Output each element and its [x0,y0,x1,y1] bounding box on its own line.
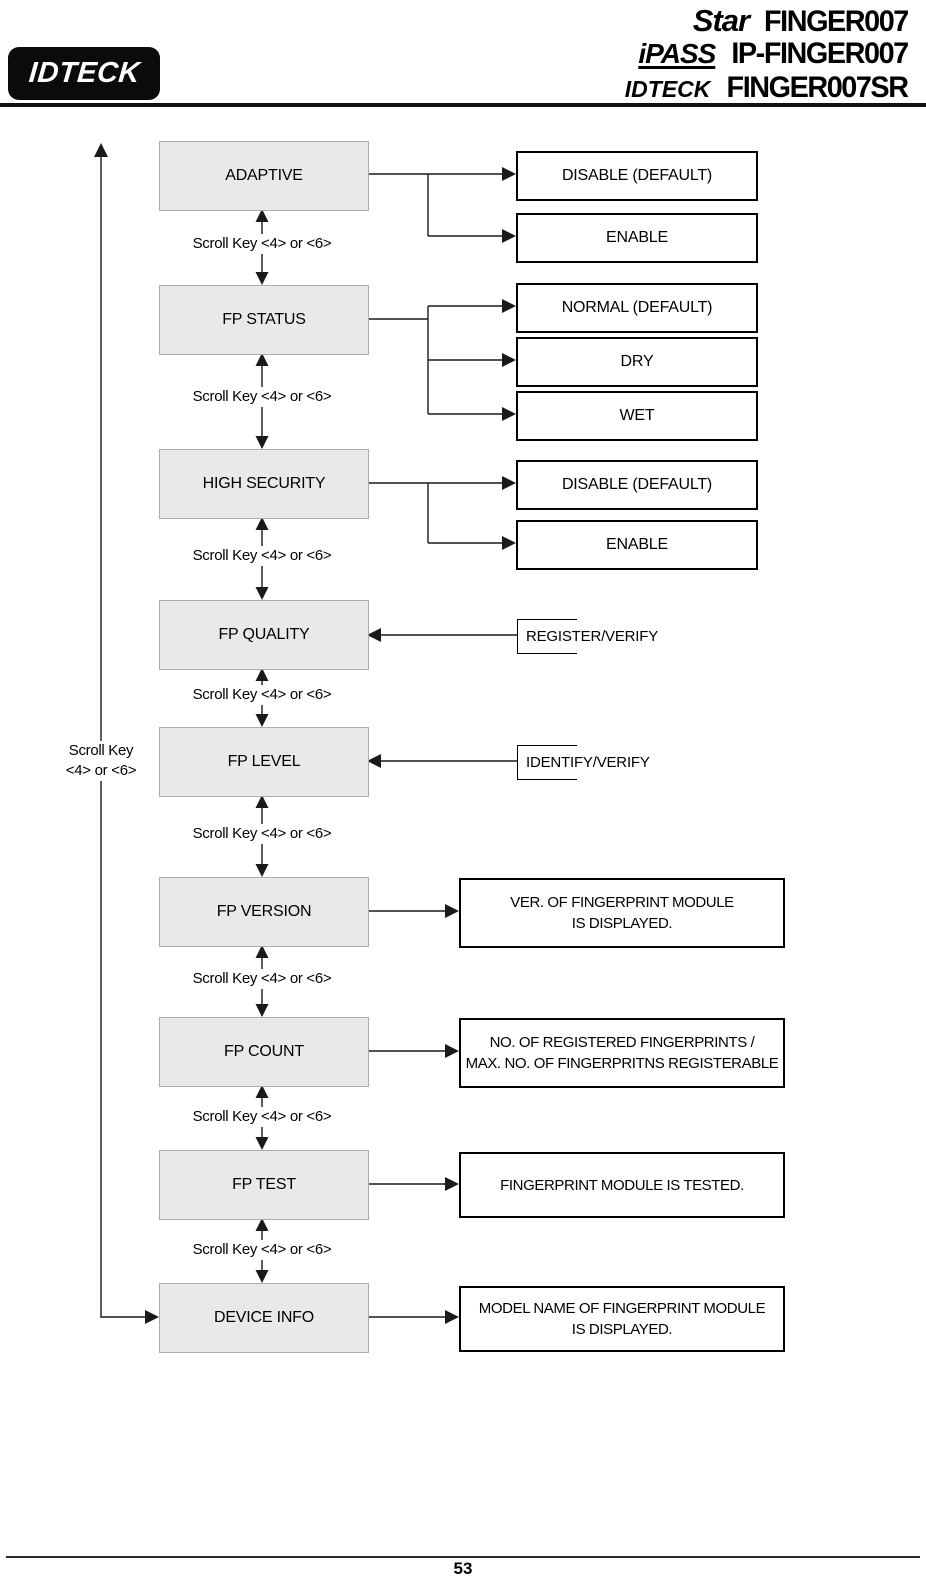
result-line: NO. OF REGISTERED FINGERPRINTS / [489,1034,755,1051]
scroll-key-label: Scroll Key <4> or <6> [162,388,362,406]
option-box-security-enable: ENABLE [516,520,758,570]
result-line: IS DISPLAYED. [571,1321,673,1338]
side-scroll-key-line2: <4> or <6> [65,762,137,779]
menu-box-device-info: DEVICE INFO [159,1283,369,1353]
result-line: MAX. NO. OF FINGERPRITNS REGISTERABLE [465,1055,779,1072]
menu-box-fp-quality: FP QUALITY [159,600,369,670]
menu-box-fp-test: FP TEST [159,1150,369,1220]
menu-box-high-security: HIGH SECURITY [159,449,369,519]
product-row-ipass: iPASS IP-FINGER007 [638,37,910,71]
result-line: MODEL NAME OF FINGERPRINT MODULE [478,1300,766,1317]
product-name: IP-FINGER007 [731,37,910,70]
result-box-fp-version: VER. OF FINGERPRINT MODULE IS DISPLAYED. [459,878,785,948]
idteck-brand-logo: IDTECK [624,76,711,102]
source-tag-register-verify: REGISTER/VERIFY [517,619,658,654]
header-divider [0,103,926,107]
option-box-adaptive-enable: ENABLE [516,213,758,263]
result-line: VER. OF FINGERPRINT MODULE [510,894,734,911]
scroll-key-label: Scroll Key <4> or <6> [162,970,362,988]
product-row-idteck: IDTECK FINGER007SR [624,71,910,105]
result-line: FINGERPRINT MODULE IS TESTED. [500,1176,744,1194]
side-scroll-key-line1: Scroll Key [68,742,134,759]
option-box-status-dry: DRY [516,337,758,387]
menu-box-fp-count: FP COUNT [159,1017,369,1087]
scroll-key-label: Scroll Key <4> or <6> [162,825,362,843]
product-name: FINGER007 [764,5,909,38]
product-row-star: Star FINGER007 [692,3,910,38]
menu-box-adaptive: ADAPTIVE [159,141,369,211]
footer-divider [6,1556,920,1558]
result-box-device-info: MODEL NAME OF FINGERPRINT MODULE IS DISP… [459,1286,785,1352]
result-line: IS DISPLAYED. [571,915,673,932]
scroll-key-label: Scroll Key <4> or <6> [162,686,362,704]
option-box-security-disable: DISABLE (DEFAULT) [516,460,758,510]
menu-box-fp-status: FP STATUS [159,285,369,355]
source-tag-identify-verify: IDENTIFY/VERIFY [517,745,650,780]
menu-box-fp-version: FP VERSION [159,877,369,947]
source-tag-label: IDENTIFY/VERIFY [526,754,650,771]
page-number: 53 [453,1559,473,1578]
option-box-status-normal: NORMAL (DEFAULT) [516,283,758,333]
product-name: FINGER007SR [726,71,909,104]
scroll-key-label: Scroll Key <4> or <6> [162,547,362,565]
star-brand-logo: Star [692,3,750,38]
idteck-logo: IDTECK [8,47,160,100]
menu-box-fp-level: FP LEVEL [159,727,369,797]
scroll-key-label: Scroll Key <4> or <6> [162,235,362,253]
product-title-list: Star FINGER007 iPASS IP-FINGER007 IDTECK… [624,3,910,105]
scroll-key-label: Scroll Key <4> or <6> [162,1108,362,1126]
option-box-status-wet: WET [516,391,758,441]
result-box-fp-count: NO. OF REGISTERED FINGERPRINTS / MAX. NO… [459,1018,785,1088]
scroll-key-label: Scroll Key <4> or <6> [162,1241,362,1259]
side-scroll-key-label: Scroll Key <4> or <6> [54,741,148,781]
ipass-brand-logo: iPASS [638,38,716,69]
option-box-adaptive-disable: DISABLE (DEFAULT) [516,151,758,201]
source-tag-label: REGISTER/VERIFY [526,628,659,645]
result-box-fp-test: FINGERPRINT MODULE IS TESTED. [459,1152,785,1218]
